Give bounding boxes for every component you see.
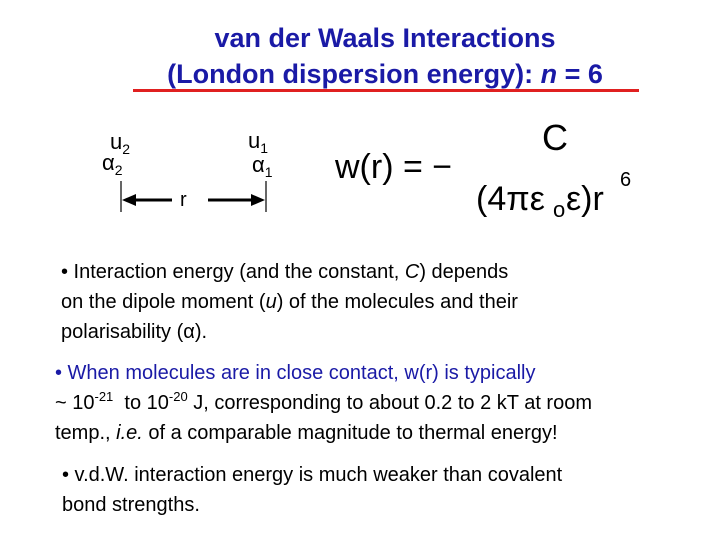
molecule-1-dipole-label: u1 [248, 128, 269, 157]
bullet-2-line-1: • When molecules are in close contact, w… [55, 362, 536, 384]
bullet-3-line-2: bond strengths. [62, 494, 200, 516]
formula-lhs: w(r) = − [334, 148, 452, 186]
right-arrow-head [251, 194, 265, 206]
title-equals: = 6 [557, 59, 603, 89]
bullet-close-contact: • When molecules are in close contact, w… [55, 358, 592, 448]
bullet-1-line-3: polarisability (α). [61, 321, 208, 343]
bullet-2-line-3: temp., i.e. of a comparable magnitude to… [55, 422, 558, 444]
formula-epsilon-subscript: o [553, 197, 565, 222]
title-text: (London dispersion energy): [167, 59, 541, 89]
bullet-1-line-2: on the dipole moment (u) of the molecule… [61, 291, 518, 313]
bullet-interaction-energy: • Interaction energy (and the constant, … [61, 257, 518, 347]
left-arrow-head [122, 194, 136, 206]
molecule-2-dipole-label: u2 [110, 129, 131, 158]
molecule-1-polarisability-label: α1 [252, 152, 273, 181]
formula-numerator: C [542, 117, 568, 158]
bullet-1-line-1: • Interaction energy (and the constant, … [61, 261, 509, 283]
molecule-2-polarisability-label: α2 [102, 150, 123, 179]
slide-title-line-2: (London dispersion energy): n = 6 [0, 58, 720, 90]
slide-title-line-1: van der Waals Interactions [214, 23, 556, 53]
bullet-3-line-1: • v.d.W. interaction energy is much weak… [62, 464, 563, 486]
title-underline [133, 89, 639, 92]
formula-exponent: 6 [620, 169, 631, 191]
bullet-2-line-2: ~ 10-21 to 10-20 J, corresponding to abo… [55, 389, 592, 414]
separation-r-label: r [180, 189, 187, 211]
formula-denominator: (4πε [476, 180, 545, 218]
title-n-variable: n [540, 59, 558, 89]
bullet-weaker-than-covalent: • v.d.W. interaction energy is much weak… [62, 460, 562, 520]
formula-denominator-end: ε)r [566, 180, 604, 218]
dispersion-energy-formula: w(r) = − C (4πε o ε)r 6 [334, 117, 631, 222]
